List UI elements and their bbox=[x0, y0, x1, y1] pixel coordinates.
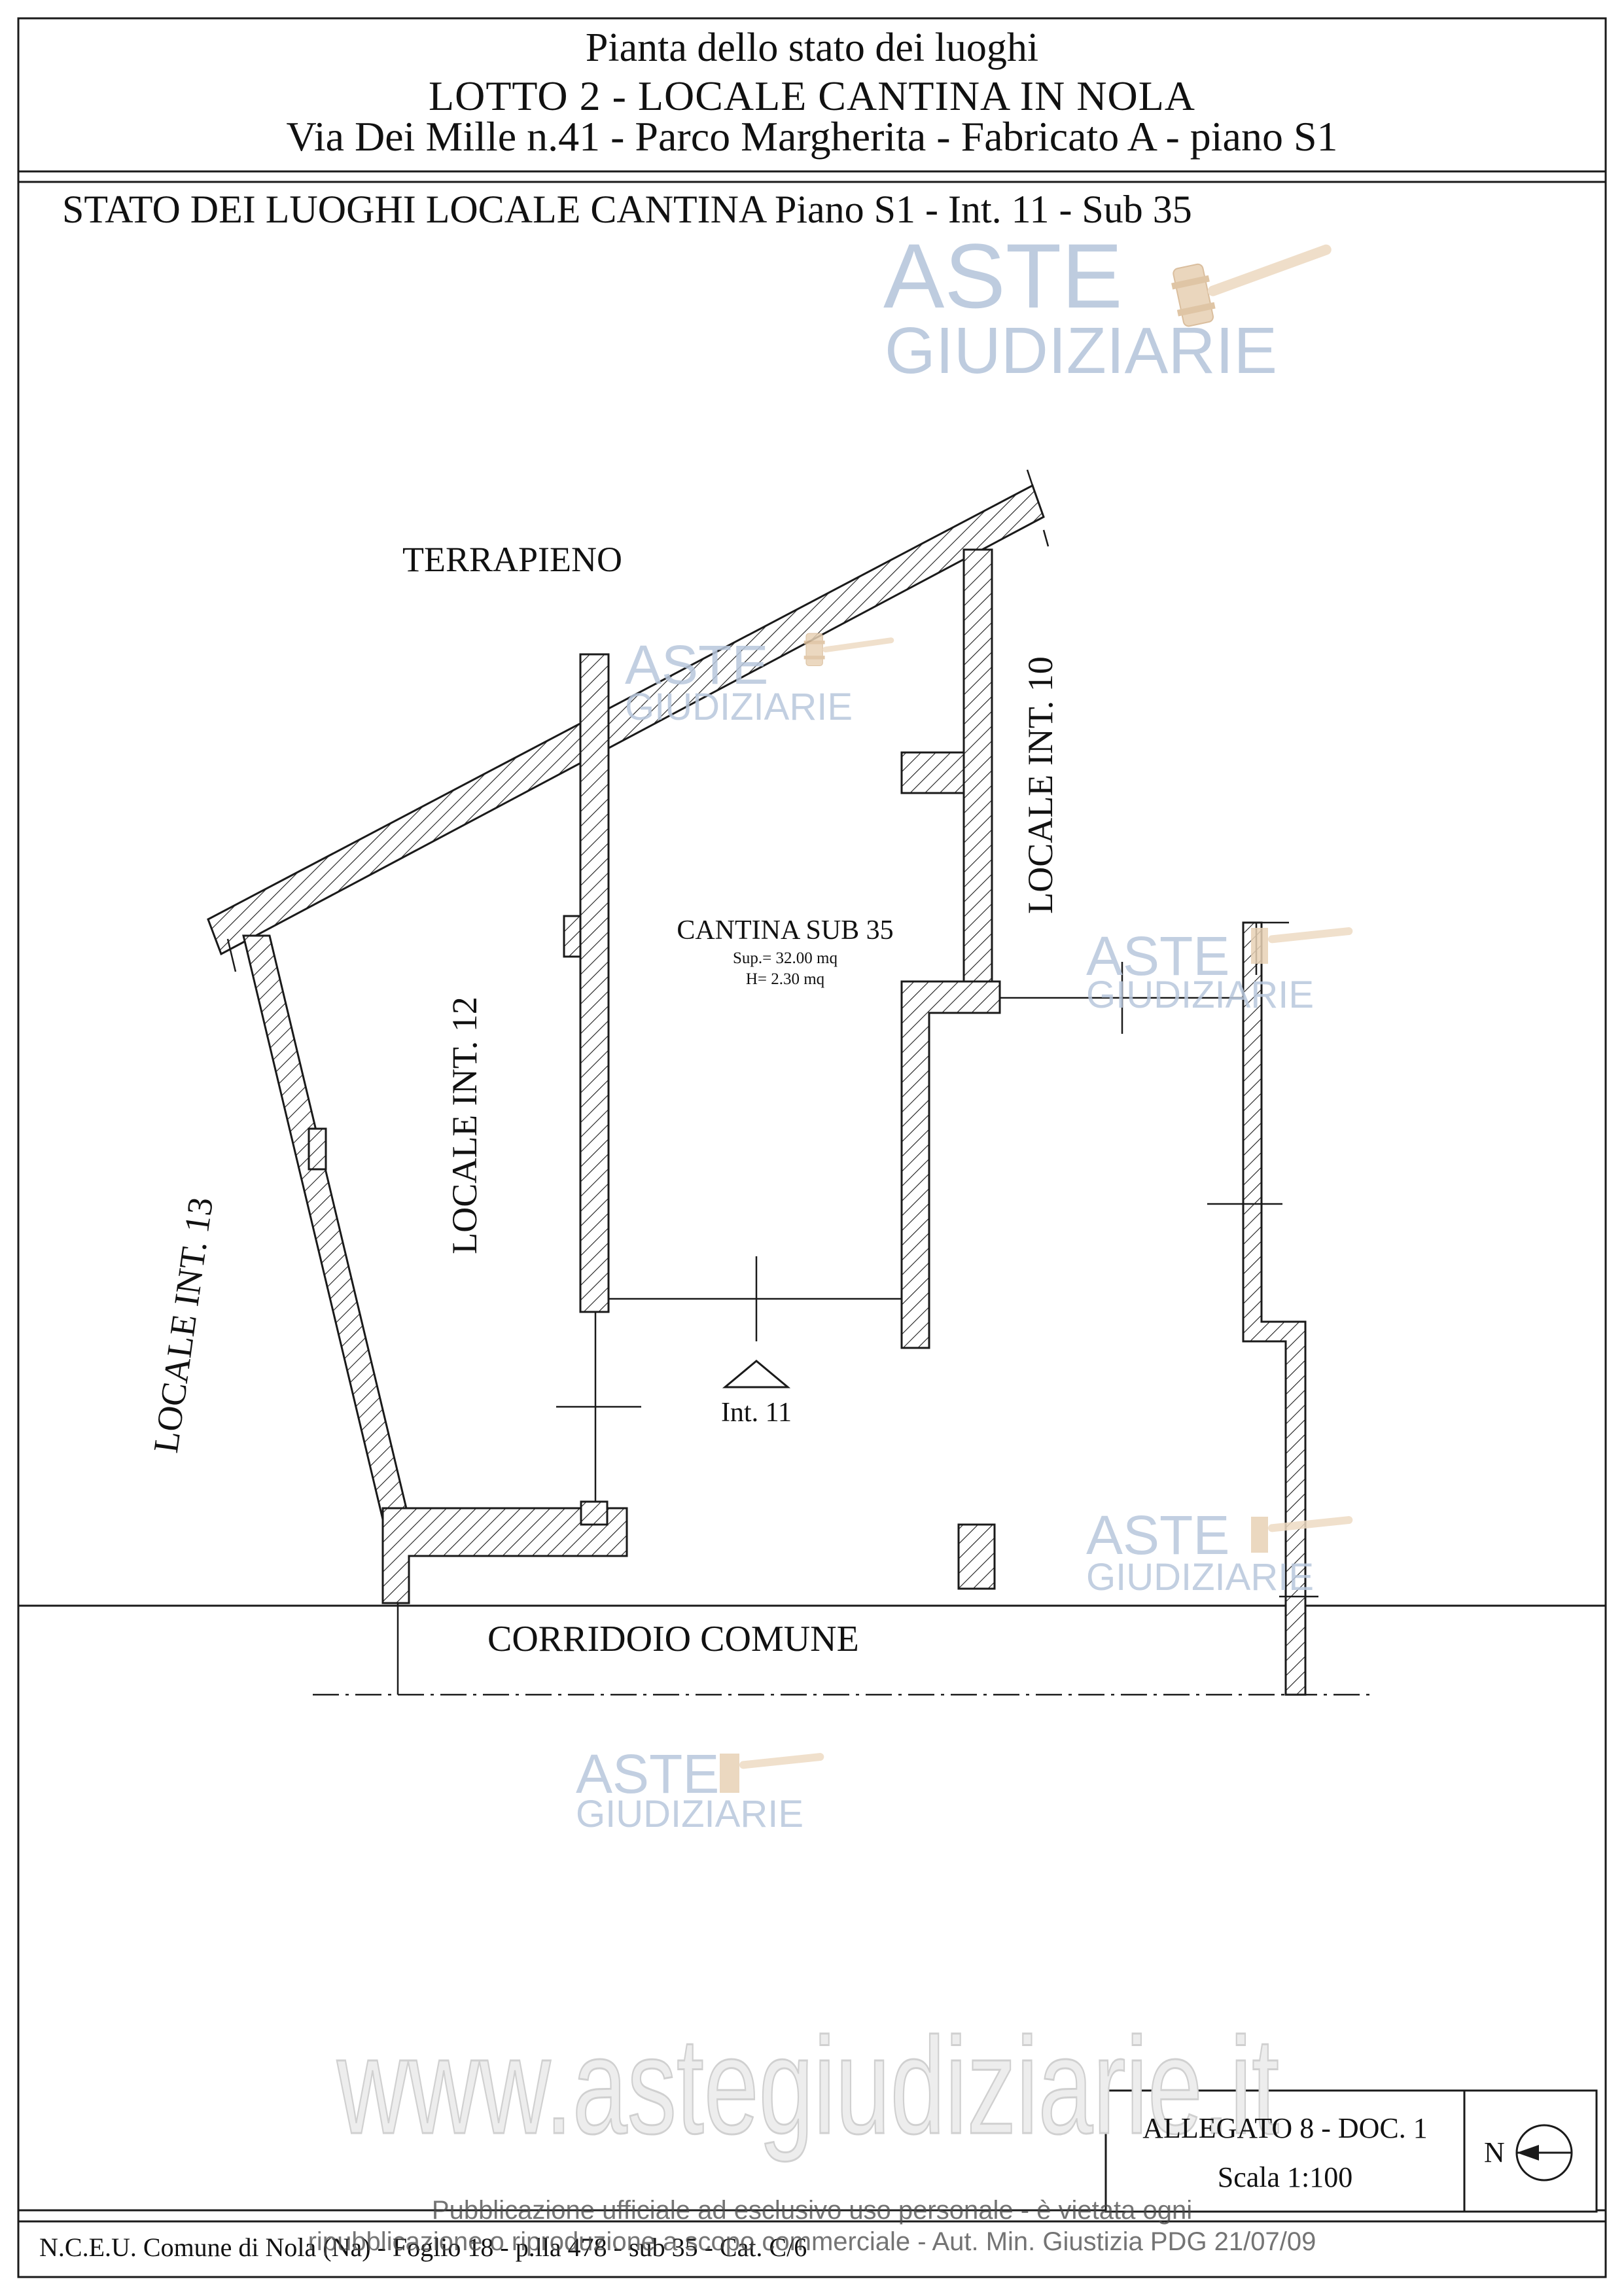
cantina-height: H= 2.30 mq bbox=[745, 970, 825, 988]
label-locale-12: LOCALE INT. 12 bbox=[445, 997, 484, 1254]
south-wall-locale-12 bbox=[381, 1507, 628, 1604]
west-wall bbox=[242, 934, 410, 1521]
watermark-brand-bottom: GIUDIZIARIE bbox=[885, 314, 1277, 387]
allegato-label: ALLEGATO 8 - DOC. 1 bbox=[1142, 2112, 1428, 2144]
sheet-frame bbox=[17, 17, 1607, 1607]
partition-wall-10-lower bbox=[900, 980, 1001, 1349]
north-label: N bbox=[1484, 2136, 1505, 2168]
entrance-label: Int. 11 bbox=[720, 1398, 792, 1428]
svg-text:GIUDIZIARIE: GIUDIZIARIE bbox=[576, 1793, 803, 1835]
svg-text:GIUDIZIARIE: GIUDIZIARIE bbox=[1086, 974, 1314, 1016]
north-wall bbox=[207, 484, 1045, 956]
label-locale-10: LOCALE INT. 10 bbox=[1021, 656, 1060, 914]
header-line-3: Via Dei Mille n.41 - Parco Margherita - … bbox=[286, 113, 1338, 160]
cantina-surface: Sup.= 32.00 mq bbox=[733, 949, 838, 967]
aste-watermark-5: ASTE GIUDIZIARIE bbox=[576, 1743, 824, 1835]
sheet-border bbox=[17, 17, 1607, 2278]
scala-label: Scala 1:100 bbox=[1217, 2161, 1353, 2193]
notice-line-1: Pubblicazione ufficiale ad esclusivo uso… bbox=[431, 2196, 1193, 2225]
notice-line-2: ripubblicazione o riproduzione a scopo c… bbox=[308, 2227, 1316, 2256]
svg-text:GIUDIZIARIE: GIUDIZIARIE bbox=[625, 686, 853, 728]
entrance-marker-icon bbox=[722, 1360, 791, 1388]
drawing-area-box bbox=[17, 181, 1607, 2212]
west-wall-pilaster bbox=[308, 1127, 327, 1171]
header-line-1: Pianta dello stato dei luoghi bbox=[585, 26, 1039, 70]
plan-title: STATO DEI LUOGHI LOCALE CANTINA Piano S1… bbox=[62, 188, 1192, 231]
label-terrapieno: TERRAPIENO bbox=[402, 540, 622, 579]
walls bbox=[207, 484, 1307, 1696]
title-block bbox=[1104, 2089, 1598, 2213]
label-corridoio: CORRIDOIO COMUNE bbox=[487, 1619, 859, 1659]
svg-text:GIUDIZIARIE: GIUDIZIARIE bbox=[1086, 1556, 1314, 1598]
footer-ncEU: N.C.E.U. Comune di Nola (Na) - Foglio 18… bbox=[39, 2233, 807, 2262]
aste-watermark-4: ASTE GIUDIZIARIE bbox=[1086, 1504, 1353, 1598]
aste-watermark-top: ASTE GIUDIZIARIE bbox=[883, 224, 1343, 387]
partition-wall-12 bbox=[579, 653, 610, 1313]
svg-text:ASTE: ASTE bbox=[625, 634, 768, 696]
watermark-brand-top: ASTE bbox=[883, 224, 1123, 327]
aste-watermark-3: ASTE GIUDIZIARIE bbox=[1086, 925, 1353, 1016]
header-line-2: LOTTO 2 - LOCALE CANTINA IN NOLA bbox=[429, 73, 1195, 119]
footer-box bbox=[17, 2220, 1607, 2278]
svg-text:ASTE: ASTE bbox=[1086, 1504, 1229, 1566]
corridor-pillar bbox=[957, 1523, 996, 1590]
url-watermark: www.astegiudiziarie.it bbox=[336, 2009, 1279, 2163]
svg-text:ASTE: ASTE bbox=[576, 1743, 719, 1805]
aste-watermark-2: ASTE GIUDIZIARIE bbox=[625, 633, 895, 728]
svg-text:ASTE: ASTE bbox=[1086, 925, 1229, 987]
cantina-title: CANTINA SUB 35 bbox=[677, 915, 894, 945]
header-box bbox=[17, 17, 1607, 173]
